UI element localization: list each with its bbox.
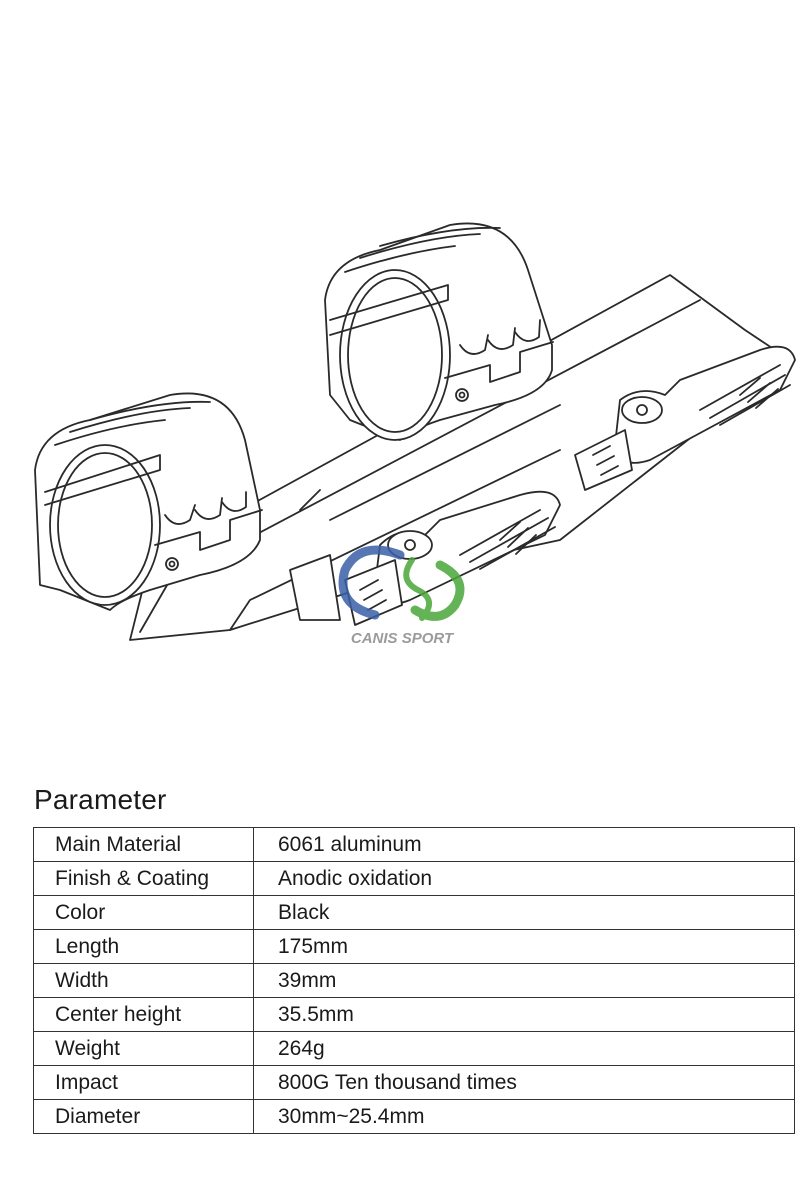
param-label: Length	[33, 929, 254, 964]
watermark-logo: CANIS SPORT	[338, 545, 465, 647]
front-ring	[324, 222, 554, 441]
qd-lever-front	[574, 345, 796, 491]
scope-mount-drawing: CANIS SPORT	[34, 222, 796, 647]
table-row: Color Black	[33, 895, 795, 930]
param-label: Main Material	[33, 827, 254, 862]
section-title: Parameter	[34, 784, 167, 815]
param-value: 39mm	[253, 963, 795, 998]
param-label: Weight	[33, 1031, 254, 1066]
param-value: Anodic oxidation	[253, 861, 795, 896]
rear-ring	[34, 392, 263, 611]
param-value: 800G Ten thousand times	[253, 1065, 795, 1100]
param-value: 175mm	[253, 929, 795, 964]
param-label: Finish & Coating	[33, 861, 254, 896]
param-value: 35.5mm	[253, 997, 795, 1032]
param-value: 264g	[253, 1031, 795, 1066]
table-row: Weight 264g	[33, 1031, 795, 1066]
scope-mount-line-art: CANIS SPORT	[34, 222, 796, 647]
param-label: Width	[33, 963, 254, 998]
parameter-table: Main Material 6061 aluminum Finish & Coa…	[33, 827, 795, 1134]
param-value: 6061 aluminum	[253, 827, 795, 862]
table-row: Width 39mm	[33, 963, 795, 998]
param-label: Impact	[33, 1065, 254, 1100]
param-value: Black	[253, 895, 795, 930]
param-label: Diameter	[33, 1099, 254, 1134]
table-row: Diameter 30mm~25.4mm	[33, 1099, 795, 1134]
param-value: 30mm~25.4mm	[253, 1099, 795, 1134]
param-label: Color	[33, 895, 254, 930]
table-row: Finish & Coating Anodic oxidation	[33, 861, 795, 896]
watermark-text: CANIS SPORT	[351, 630, 455, 647]
table-row: Impact 800G Ten thousand times	[33, 1065, 795, 1100]
param-label: Center height	[33, 997, 254, 1032]
table-row: Length 175mm	[33, 929, 795, 964]
table-row: Center height 35.5mm	[33, 997, 795, 1032]
table-row: Main Material 6061 aluminum	[33, 827, 795, 862]
